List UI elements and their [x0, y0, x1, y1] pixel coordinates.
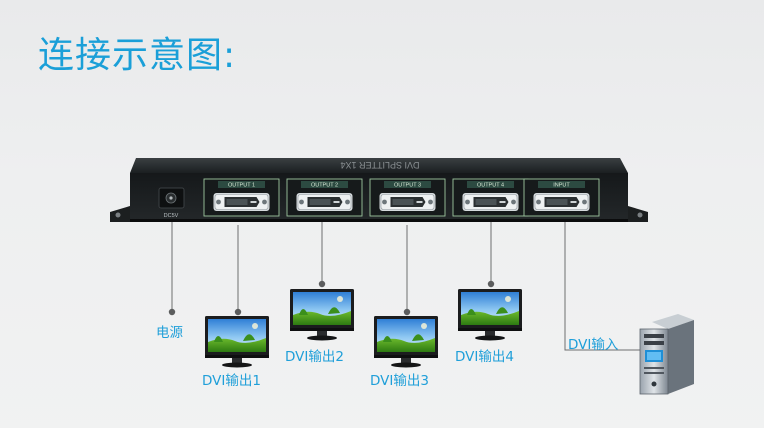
computer-tower-icon	[639, 314, 694, 395]
dvi-connector-icon	[213, 192, 270, 212]
device-top	[130, 158, 628, 173]
port-label: INPUT	[553, 183, 570, 189]
monitor-icon	[374, 316, 438, 368]
port-panels: OUTPUT 1 OUTPUT 2 OUTPUT 3 OUTPUT 4 INPUT	[203, 178, 600, 217]
power-jack-icon	[158, 187, 185, 209]
dvi-connector-icon	[533, 192, 590, 212]
connection-lines	[171, 222, 652, 351]
output-1-port: OUTPUT 1	[203, 178, 280, 217]
output-3-port: OUTPUT 3	[369, 178, 446, 217]
output-4-port: OUTPUT 4	[452, 178, 529, 217]
line-end-dots	[168, 280, 495, 316]
dvi-output-2-label: DVI输出2	[285, 349, 344, 365]
dvi-connector-icon	[379, 192, 436, 212]
page-title: 连接示意图:	[38, 35, 237, 76]
port-label: OUTPUT 3	[394, 183, 421, 189]
device-top-text: DVI SPLITTER 1X4	[340, 160, 419, 170]
port-label: OUTPUT 1	[228, 183, 255, 189]
dvi-connector-icon	[296, 192, 353, 212]
port-label: OUTPUT 2	[311, 183, 338, 189]
monitor-icon	[290, 289, 354, 341]
dvi-connector-icon	[462, 192, 519, 212]
dvi-output-3-label: DVI输出3	[370, 373, 429, 389]
output-2-port: OUTPUT 2	[286, 178, 363, 217]
monitor-icon	[205, 316, 269, 368]
dvi-output-4-label: DVI输出4	[455, 349, 514, 365]
power-port-label: DC5V	[164, 213, 179, 219]
monitor-icon	[458, 289, 522, 341]
port-label: OUTPUT 4	[477, 183, 504, 189]
bottom-strip	[0, 428, 764, 447]
power-label: 电源	[156, 325, 183, 341]
input-line	[564, 222, 652, 351]
input-port: INPUT	[523, 178, 600, 217]
dvi-input-label: DVI输入	[568, 337, 619, 353]
dvi-output-1-label: DVI输出1	[202, 373, 261, 389]
